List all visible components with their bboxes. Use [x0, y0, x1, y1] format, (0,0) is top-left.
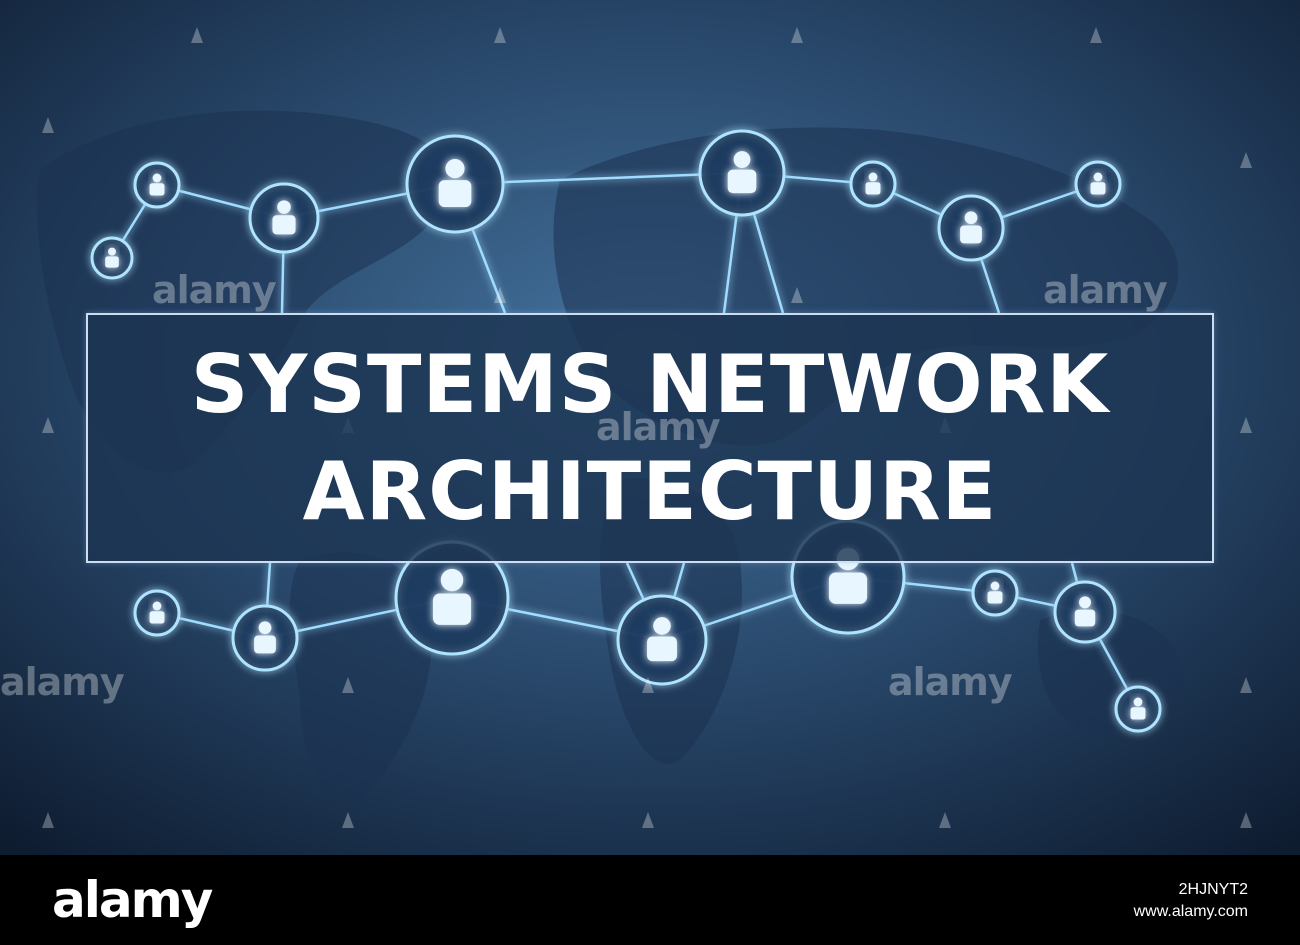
person-icon: [405, 134, 505, 234]
person-icon: [698, 129, 786, 217]
alamy-a-icon: [342, 677, 354, 693]
alamy-a-icon: [494, 287, 506, 303]
alamy-a-icon: [42, 417, 54, 433]
person-icon: [133, 161, 181, 209]
footer-logo: alamy: [52, 871, 213, 929]
watermark: alamy: [0, 660, 125, 704]
alamy-a-icon: [1240, 812, 1252, 828]
person-icon: [231, 604, 299, 672]
alamy-a-icon: [642, 677, 654, 693]
alamy-a-icon: [791, 27, 803, 43]
alamy-a-icon: [939, 812, 951, 828]
image-id: 2HJNYT2: [1178, 881, 1248, 898]
person-icon: [937, 194, 1005, 262]
watermark: alamy: [152, 268, 277, 312]
alamy-a-icon: [42, 812, 54, 828]
alamy-a-icon: [1240, 417, 1252, 433]
watermark: alamy: [596, 405, 721, 449]
alamy-a-icon: [1090, 27, 1102, 43]
site-url: www.alamy.com: [1133, 903, 1248, 920]
person-icon: [616, 594, 708, 686]
alamy-a-icon: [1240, 677, 1252, 693]
person-icon: [1114, 685, 1162, 733]
alamy-a-icon: [191, 27, 203, 43]
person-icon: [394, 540, 510, 656]
footer-bar: alamy 2HJNYT2 www.alamy.com: [0, 855, 1300, 945]
person-icon: [133, 589, 181, 637]
watermark: alamy: [888, 660, 1013, 704]
person-icon: [90, 236, 134, 280]
person-icon: [971, 569, 1019, 617]
person-icon: [1074, 160, 1122, 208]
watermark: alamy: [1043, 268, 1168, 312]
alamy-a-icon: [642, 812, 654, 828]
person-icon: [248, 182, 320, 254]
footer-meta: 2HJNYT2 www.alamy.com: [1134, 879, 1248, 923]
person-icon: [1053, 580, 1117, 644]
title-line-2: ARCHITECTURE: [302, 445, 998, 538]
alamy-a-icon: [791, 287, 803, 303]
alamy-a-icon: [1240, 152, 1252, 168]
person-nodes: [90, 129, 1162, 733]
alamy-a-icon: [494, 27, 506, 43]
alamy-a-icon: [42, 117, 54, 133]
title-banner: SYSTEMS NETWORK ARCHITECTURE: [86, 313, 1214, 563]
title-line-1: SYSTEMS NETWORK: [190, 338, 1110, 431]
alamy-a-icon: [342, 812, 354, 828]
person-icon: [849, 160, 897, 208]
